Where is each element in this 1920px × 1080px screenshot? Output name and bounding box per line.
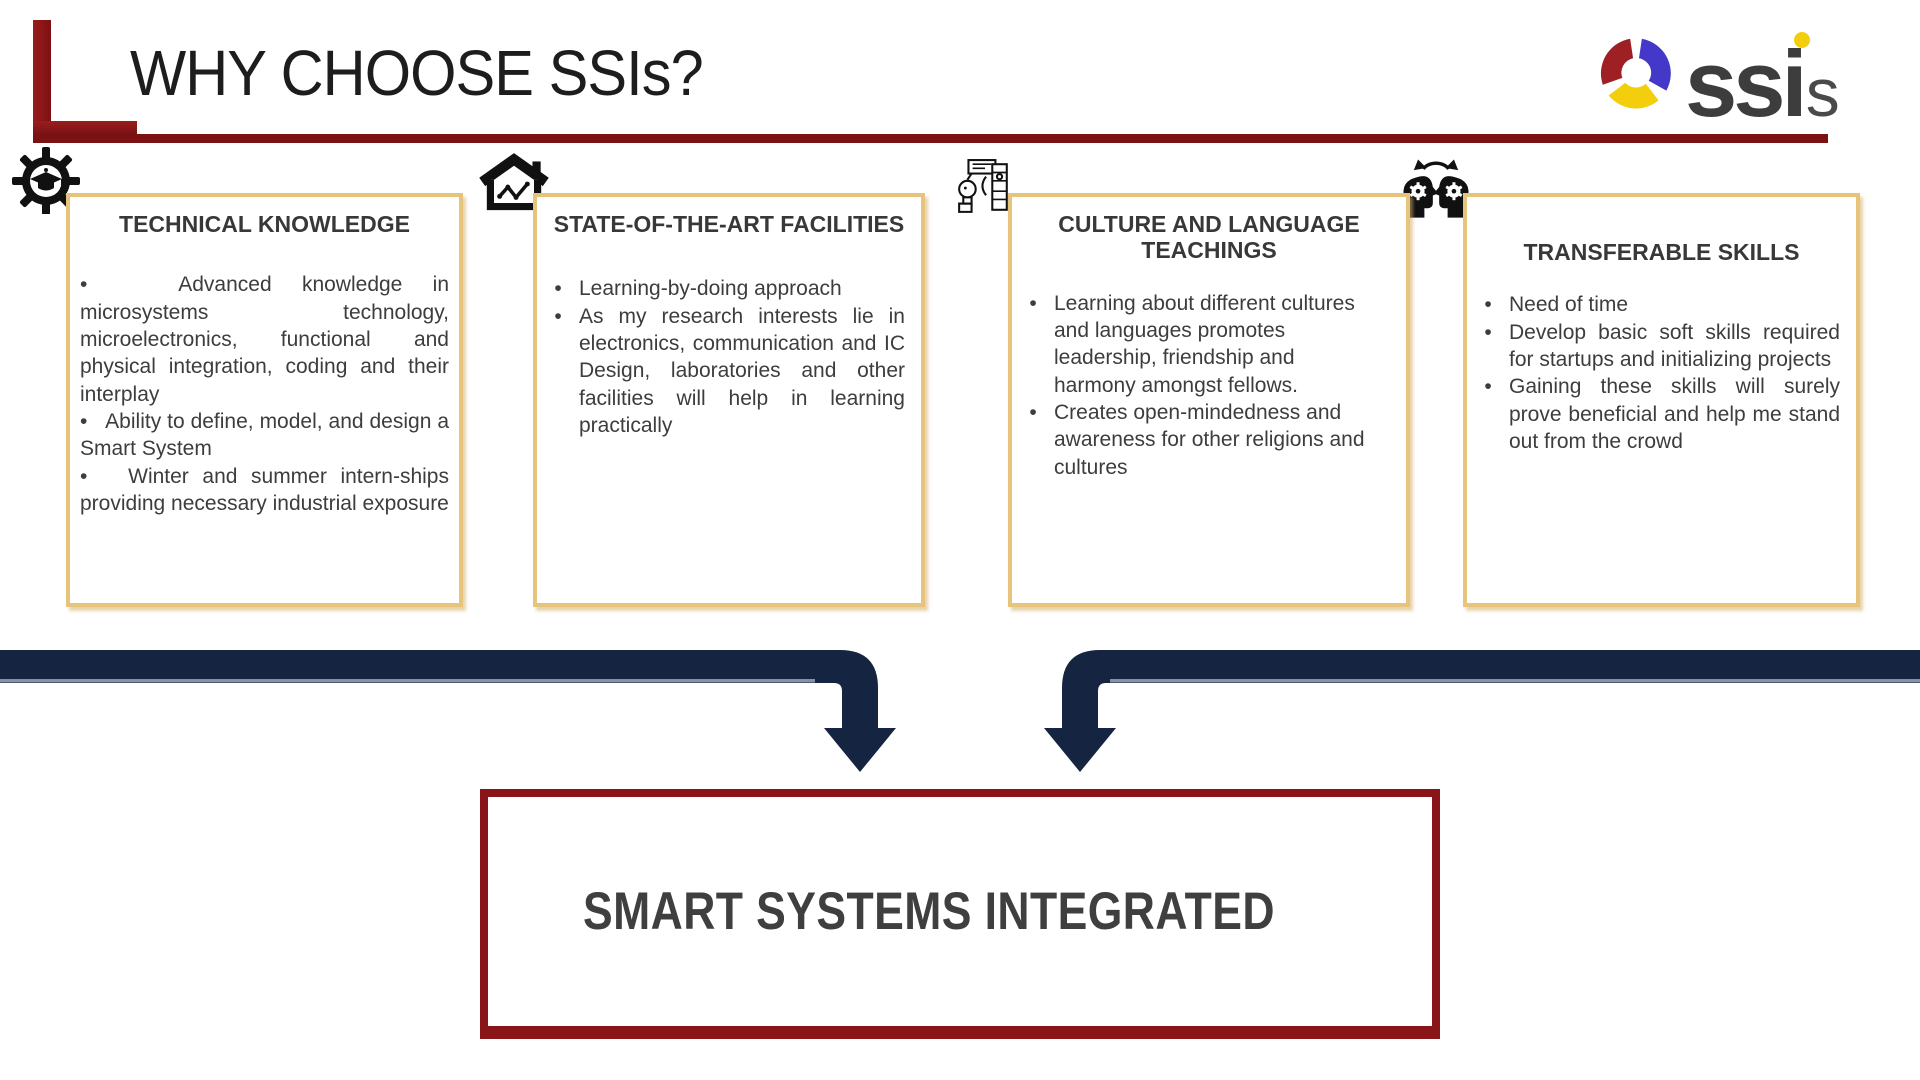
card-title: TRANSFERABLE SKILLS: [1523, 239, 1800, 265]
card-body: • Learning about different cultures and …: [1012, 290, 1406, 481]
right-bent-arrow: [1044, 650, 1920, 772]
card-technical-knowledge: TECHNICAL KNOWLEDGE Advanced knowledge i…: [66, 193, 463, 607]
card-culture-and-language: CULTURE AND LANGUAGE TEACHINGS • Learnin…: [1008, 193, 1410, 607]
logo-i-dot: [1794, 31, 1810, 48]
card-body: • Learning-by-doing approach • As my res…: [537, 275, 921, 439]
card-title: CULTURE AND LANGUAGE TEACHINGS: [1058, 211, 1360, 264]
card-title: STATE-OF-THE-ART FACILITIES: [553, 211, 905, 237]
logo-text-small: s: [1805, 54, 1840, 131]
culture-language-pictogram-icon: [958, 159, 1008, 213]
bullet-dot: •: [554, 277, 562, 301]
bullet-dot: •: [1029, 401, 1037, 425]
card-transferable-skills: TRANSFERABLE SKILLS • Need of time • Dev…: [1463, 193, 1860, 607]
accent-vertical-bar: [33, 20, 51, 143]
card-title: TECHNICAL KNOWLEDGE: [119, 211, 410, 237]
bullet-item: • As my research interests lie in electr…: [537, 303, 921, 439]
flow-arrows: [0, 650, 1920, 772]
bullet-dot: •: [554, 304, 562, 328]
logo-wordmark: ssi s: [1685, 30, 1840, 136]
bullet-item: • Need of time: [1467, 291, 1856, 318]
bullet-dot: •: [1484, 375, 1492, 399]
card-state-of-the-art-facilities: STATE-OF-THE-ART FACILITIES • Learning-b…: [533, 193, 925, 607]
knowledge-transfer-heads-icon: [1403, 159, 1469, 218]
result-label: SMART SYSTEMS INTEGRATED: [583, 882, 1275, 941]
bullet-item: Winter and summer intern-ships providing…: [80, 463, 449, 518]
bullet-dot: •: [1484, 320, 1492, 344]
card-body: • Need of time • Develop basic soft skil…: [1467, 291, 1856, 455]
bullet-item: Ability to define, model, and design a S…: [80, 408, 449, 463]
header-divider-line: [33, 134, 1828, 143]
bullet-dot: •: [1484, 293, 1492, 317]
bullet-item: • Creates open-mindedness and awareness …: [1012, 399, 1406, 481]
bullet-item: • Learning about different cultures and …: [1012, 290, 1406, 399]
page-title: WHY CHOOSE SSIs?: [130, 37, 704, 109]
bullet-item: • Gaining these skills will surely prove…: [1467, 373, 1856, 455]
bullet-item: • Develop basic soft skills required for…: [1467, 319, 1856, 374]
left-bent-arrow: [0, 650, 896, 772]
bullet-item: Advanced knowledge in microsystems techn…: [80, 271, 449, 407]
logo-text-main: ssi: [1685, 30, 1808, 136]
bullet-dot: •: [1029, 291, 1037, 315]
card-body: Advanced knowledge in microsystems techn…: [70, 271, 459, 517]
bullet-item: • Learning-by-doing approach: [537, 275, 921, 302]
gear-graduation-cap-icon: [12, 147, 80, 214]
result-box: SMART SYSTEMS INTEGRATED: [480, 789, 1440, 1039]
ssi-swirl-icon: [1600, 38, 1671, 109]
ssi-logo: ssi s: [1593, 28, 1840, 136]
